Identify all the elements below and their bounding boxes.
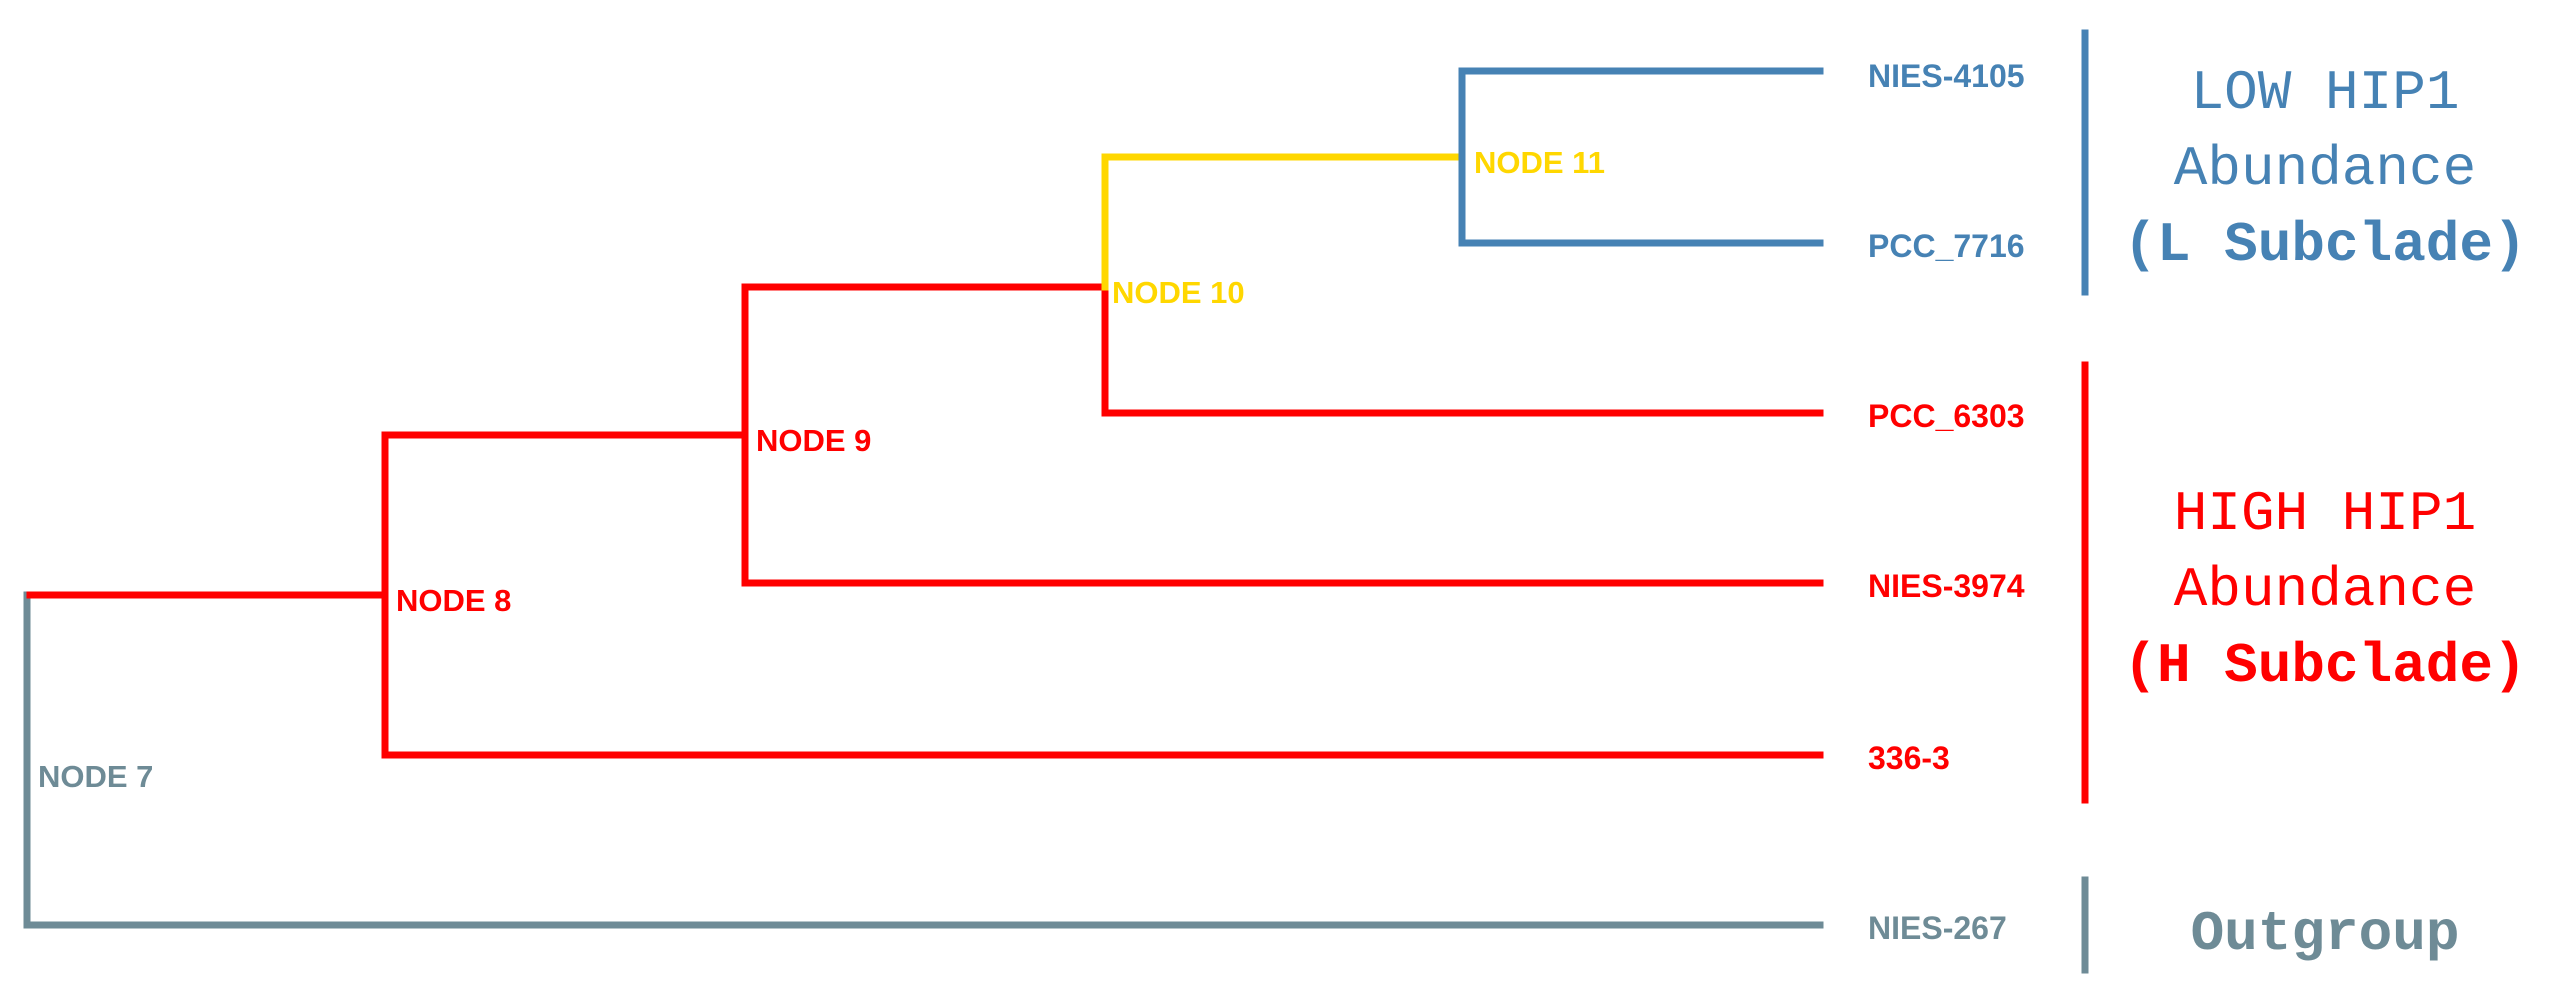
node11-label: NODE 11 xyxy=(1474,145,1605,180)
leaf-label: PCC_7716 xyxy=(1868,228,2025,264)
node9-label: NODE 9 xyxy=(756,423,871,458)
outgroup-label: Outgroup xyxy=(2191,902,2460,966)
node7-label: NODE 7 xyxy=(38,759,153,794)
high-clade-line2: Abundance xyxy=(2174,558,2476,622)
leaf-label: NIES-267 xyxy=(1868,910,2007,946)
leaf-label: PCC_6303 xyxy=(1868,398,2025,434)
low-clade-line3: (L Subclade) xyxy=(2123,213,2526,277)
leaf-label: NIES-4105 xyxy=(1868,58,2025,94)
leaf-label: 336-3 xyxy=(1868,740,1950,776)
node10-label: NODE 10 xyxy=(1112,275,1245,310)
low-clade-line2: Abundance xyxy=(2174,137,2476,201)
high-clade-line1: HIGH HIP1 xyxy=(2174,482,2476,546)
high-clade-line3: (H Subclade) xyxy=(2123,634,2526,698)
leaf-label: NIES-3974 xyxy=(1868,568,2025,604)
node8-label: NODE 8 xyxy=(396,583,511,618)
low-clade-line1: LOW HIP1 xyxy=(2191,61,2460,125)
